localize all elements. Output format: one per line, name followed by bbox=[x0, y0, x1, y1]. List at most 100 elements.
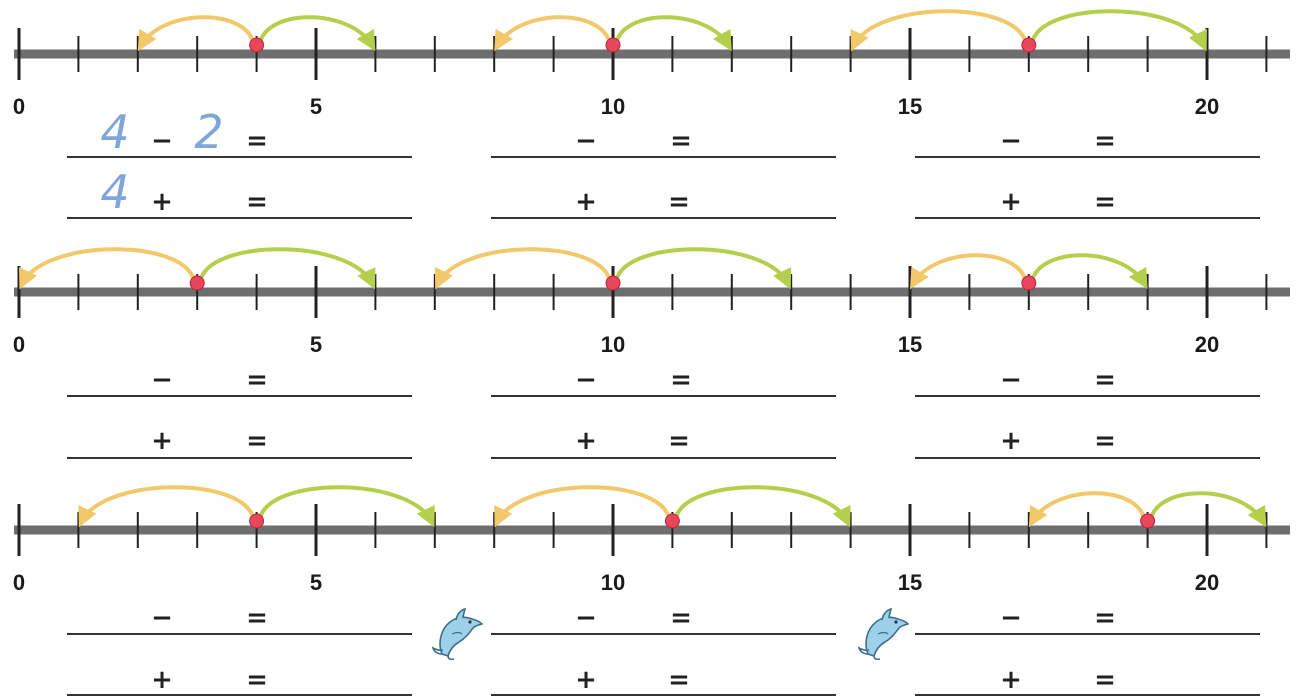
tick-label-0: 0 bbox=[12, 332, 26, 357]
tick-label-20: 20 bbox=[1194, 332, 1220, 357]
minus-sign: − bbox=[575, 603, 597, 633]
back-jump-arrow bbox=[494, 485, 672, 528]
answer-line[interactable] bbox=[915, 156, 1260, 158]
forward-jump-arrow bbox=[1148, 491, 1267, 528]
plus-sign: + bbox=[575, 426, 597, 456]
plus-sign: + bbox=[1000, 665, 1022, 695]
back-jump-arrow bbox=[434, 247, 612, 290]
forward-jump-arrow bbox=[257, 15, 376, 52]
equals-sign: = bbox=[1094, 126, 1116, 156]
back-jump-arrow bbox=[19, 247, 197, 290]
plus-sign: + bbox=[575, 665, 597, 695]
forward-jump-arrow bbox=[614, 15, 732, 52]
tick-label-10: 10 bbox=[600, 94, 626, 119]
answer-line[interactable] bbox=[491, 633, 836, 635]
minus-sign: − bbox=[151, 126, 173, 156]
plus-sign: + bbox=[1000, 187, 1022, 217]
start-point-dot bbox=[249, 37, 265, 53]
plus-sign: + bbox=[151, 187, 173, 217]
answer-line[interactable] bbox=[67, 217, 412, 219]
minus-sign: − bbox=[1000, 365, 1022, 395]
forward-jump-arrow bbox=[673, 485, 851, 528]
answer-line[interactable] bbox=[491, 457, 836, 459]
handwritten-number: 2 bbox=[194, 105, 224, 159]
tick-label-0: 0 bbox=[12, 570, 26, 595]
minus-sign: − bbox=[151, 365, 173, 395]
forward-jump-arrow bbox=[1029, 9, 1207, 52]
handwritten-number: 4 bbox=[100, 165, 130, 219]
equals-sign: = bbox=[246, 603, 268, 633]
minus-sign: − bbox=[575, 365, 597, 395]
equals-sign: = bbox=[670, 126, 692, 156]
answer-line[interactable] bbox=[67, 395, 412, 397]
equals-sign: = bbox=[246, 365, 268, 395]
forward-jump-arrow bbox=[198, 247, 376, 290]
answer-line[interactable] bbox=[67, 457, 412, 459]
equals-sign: = bbox=[668, 665, 690, 695]
equals-sign: = bbox=[246, 426, 268, 456]
forward-jump-arrow bbox=[1029, 253, 1148, 290]
answer-line[interactable] bbox=[491, 694, 836, 696]
back-jump-arrow bbox=[137, 15, 256, 52]
tick-label-15: 15 bbox=[897, 94, 923, 119]
back-jump-arrow bbox=[494, 15, 612, 52]
answer-line[interactable] bbox=[915, 395, 1260, 397]
equals-sign: = bbox=[246, 665, 268, 695]
start-point-dot bbox=[1140, 513, 1156, 529]
equals-sign: = bbox=[1094, 603, 1116, 633]
minus-sign: − bbox=[151, 603, 173, 633]
minus-sign: − bbox=[575, 126, 597, 156]
answer-line[interactable] bbox=[915, 694, 1260, 696]
equals-sign: = bbox=[670, 603, 692, 633]
tick-label-20: 20 bbox=[1194, 94, 1220, 119]
equals-sign: = bbox=[670, 365, 692, 395]
answer-line[interactable] bbox=[67, 694, 412, 696]
dolphin-icon bbox=[858, 607, 909, 660]
equals-sign: = bbox=[1094, 665, 1116, 695]
answer-line[interactable] bbox=[491, 217, 836, 219]
answer-line[interactable] bbox=[67, 156, 412, 158]
number-line-row-3 bbox=[14, 485, 1290, 556]
number-line-row-2 bbox=[14, 247, 1290, 318]
dolphin-icon bbox=[432, 607, 483, 660]
start-point-dot bbox=[1021, 275, 1037, 291]
answer-line[interactable] bbox=[915, 633, 1260, 635]
answer-line[interactable] bbox=[915, 457, 1260, 459]
number-line-row-1 bbox=[14, 9, 1290, 80]
tick-label-10: 10 bbox=[600, 332, 626, 357]
equals-sign: = bbox=[1094, 187, 1116, 217]
equals-sign: = bbox=[668, 187, 690, 217]
handwritten-number: 4 bbox=[100, 105, 130, 159]
forward-jump-arrow bbox=[257, 485, 435, 528]
equals-sign: = bbox=[668, 426, 690, 456]
start-point-dot bbox=[249, 513, 265, 529]
tick-label-5: 5 bbox=[309, 94, 323, 119]
minus-sign: − bbox=[1000, 603, 1022, 633]
start-point-dot bbox=[1021, 37, 1037, 53]
minus-sign: − bbox=[1000, 126, 1022, 156]
equals-sign: = bbox=[1094, 426, 1116, 456]
plus-sign: + bbox=[575, 187, 597, 217]
tick-label-15: 15 bbox=[897, 332, 923, 357]
answer-line[interactable] bbox=[491, 156, 836, 158]
answer-line[interactable] bbox=[67, 633, 412, 635]
equals-sign: = bbox=[246, 126, 268, 156]
forward-jump-arrow bbox=[614, 247, 792, 290]
tick-label-20: 20 bbox=[1194, 570, 1220, 595]
plus-sign: + bbox=[151, 426, 173, 456]
tick-label-10: 10 bbox=[600, 570, 626, 595]
tick-label-0: 0 bbox=[12, 94, 26, 119]
back-jump-arrow bbox=[78, 485, 256, 528]
plus-sign: + bbox=[151, 665, 173, 695]
start-point-dot bbox=[664, 513, 680, 529]
back-jump-arrow bbox=[1028, 491, 1147, 528]
start-point-dot bbox=[189, 275, 205, 291]
tick-label-15: 15 bbox=[897, 570, 923, 595]
equals-sign: = bbox=[1094, 365, 1116, 395]
start-point-dot bbox=[605, 37, 621, 53]
back-jump-arrow bbox=[909, 253, 1028, 290]
answer-line[interactable] bbox=[915, 217, 1260, 219]
answer-line[interactable] bbox=[491, 395, 836, 397]
tick-label-5: 5 bbox=[309, 570, 323, 595]
